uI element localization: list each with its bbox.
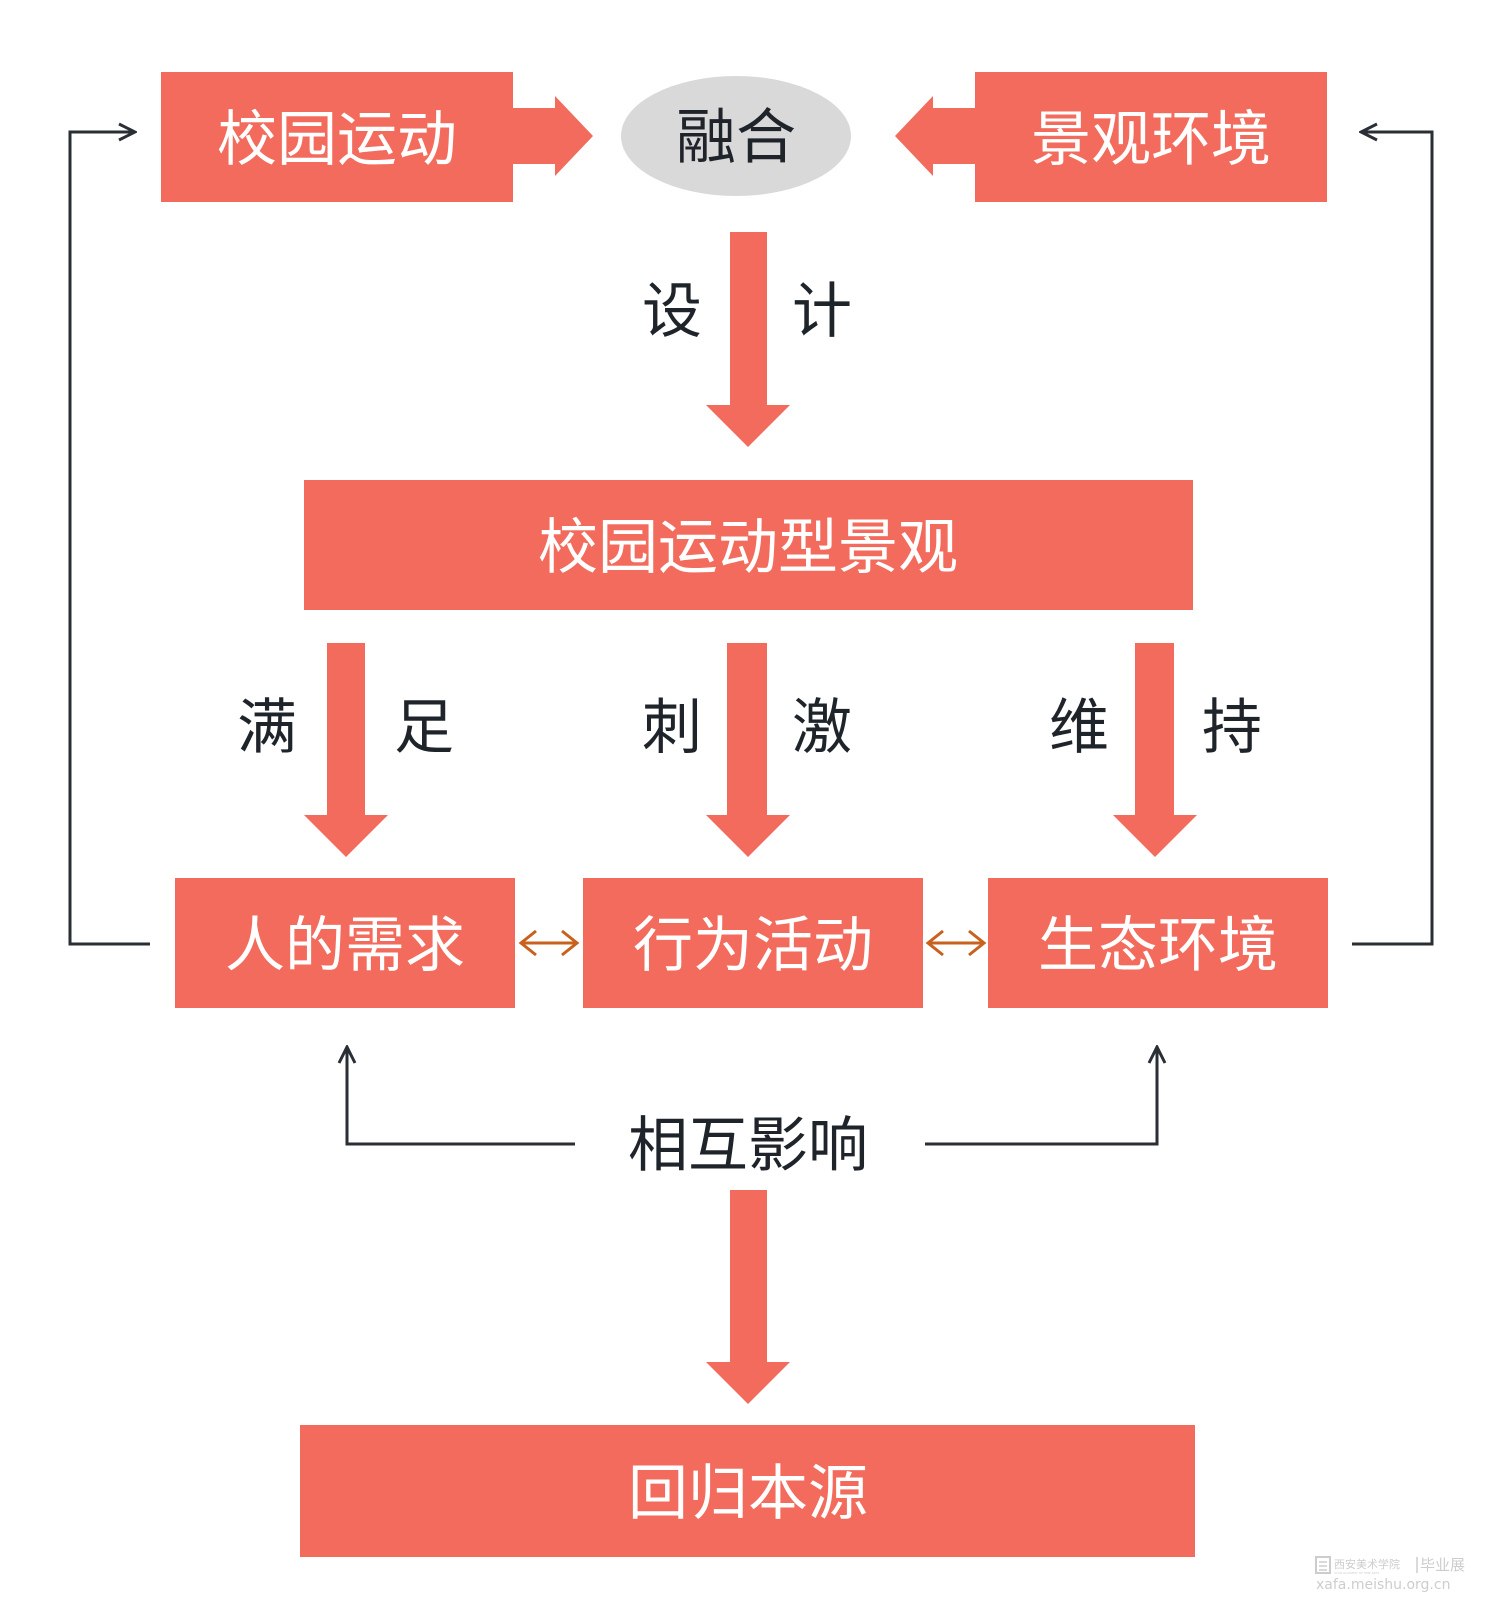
node-return-to-origin-box: [300, 1425, 1195, 1557]
arrow-landscape-to-fusion: [895, 96, 975, 176]
arrow-design-down: [706, 232, 790, 447]
node-fusion-label: 融合: [676, 103, 796, 173]
node-landscape-environment-box: [975, 72, 1327, 202]
arrow-stimulate-down: [706, 643, 790, 857]
feedback-line-left: [68, 132, 150, 946]
node-ecological-environment-label: 生态环境: [1038, 911, 1278, 981]
maintain-label-left: 维: [1049, 693, 1109, 763]
watermark-exhibit: 毕业展: [1420, 1556, 1465, 1574]
watermark-url: xafa.meishu.org.cn: [1316, 1577, 1450, 1593]
node-ecological-environment-box: [988, 878, 1328, 1008]
satisfy-label-left: 满: [237, 693, 297, 763]
arrow-return-down: [706, 1190, 790, 1404]
influence-line-right: [925, 1048, 1157, 1146]
watermark-subtitle: XI'AN ACADEMY OF FINE ARTS: [1334, 1571, 1379, 1575]
node-fusion: 融合: [621, 76, 851, 196]
arrow-maintain-down: [1113, 643, 1197, 857]
node-campus-sports-landscape-box: [304, 480, 1193, 610]
node-human-needs-label: 人的需求: [225, 911, 465, 981]
arrow-satisfy-down: [304, 643, 388, 857]
maintain-label-right: 持: [1202, 693, 1262, 763]
node-behavior-activity-box: [583, 878, 923, 1008]
design-label-left: 设: [642, 277, 702, 347]
node-landscape-environment-label: 景观环境: [1031, 105, 1271, 175]
influence-line-left: [347, 1048, 575, 1146]
design-label-right: 计: [792, 277, 852, 347]
node-campus-sports-label: 校园运动: [217, 105, 457, 175]
satisfy-label-right: 足: [394, 693, 454, 763]
node-campus-sports-landscape-label: 校园运动型景观: [538, 513, 958, 583]
node-behavior-activity-label: 行为活动: [633, 911, 873, 981]
node-human-needs: 人的需求: [175, 878, 515, 1008]
node-campus-sports-landscape: 校园运动型景观: [304, 480, 1193, 610]
feedback-line-right: [1352, 132, 1434, 946]
double-arrow-activity-ecology: [925, 929, 987, 957]
stimulate-label-right: 激: [792, 693, 852, 763]
node-ecological-environment: 生态环境: [988, 878, 1328, 1008]
node-human-needs-box: [175, 878, 515, 1008]
arrow-campus-to-fusion: [513, 96, 593, 176]
node-campus-sports-box: [161, 72, 513, 202]
school-seal-icon: [1315, 1556, 1331, 1574]
watermark: 西安美术学院 XI'AN ACADEMY OF FINE ARTS 毕业展 xa…: [1315, 1556, 1465, 1593]
node-return-to-origin-label: 回归本源: [628, 1459, 868, 1529]
node-landscape-environment: 景观环境: [975, 72, 1327, 202]
watermark-school-name: 西安美术学院: [1334, 1557, 1400, 1571]
mutual-influence-label: 相互影响: [628, 1111, 868, 1181]
node-campus-sports: 校园运动: [161, 72, 513, 202]
double-arrow-needs-activity: [518, 929, 580, 957]
stimulate-label-left: 刺: [642, 693, 702, 763]
node-behavior-activity: 行为活动: [583, 878, 923, 1008]
node-return-to-origin: 回归本源: [300, 1425, 1195, 1557]
node-fusion-ellipse: [621, 76, 851, 196]
